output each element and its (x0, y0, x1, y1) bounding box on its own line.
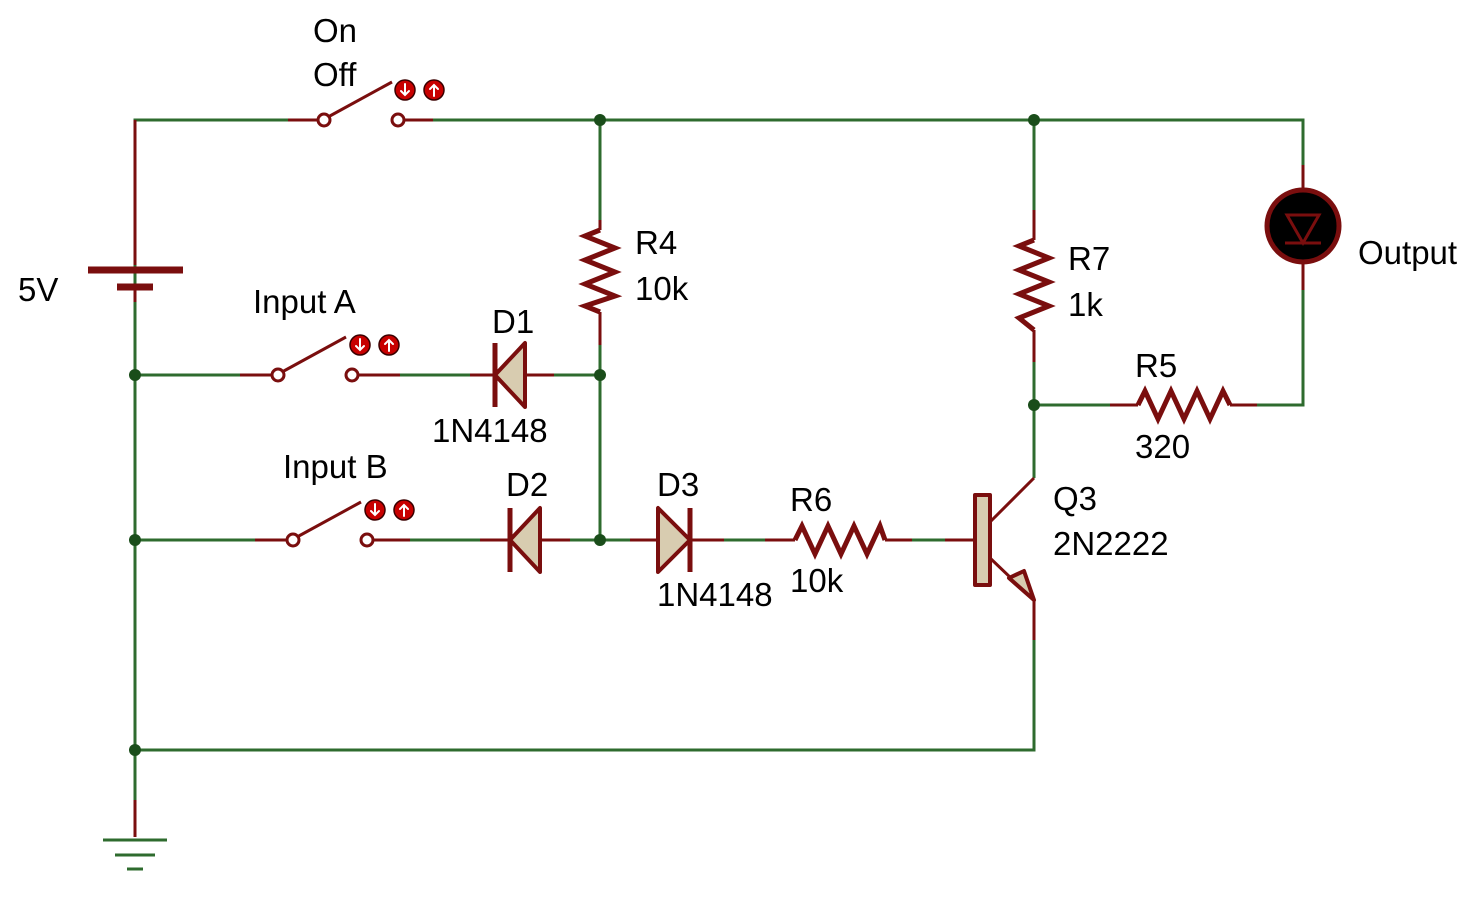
arrow-up-icon (399, 503, 409, 517)
switch-input-a-contact-right (344, 367, 360, 383)
switch-input-b-up-button[interactable] (393, 499, 415, 521)
junction-dot (1028, 114, 1040, 126)
r7-ref: R7 (1068, 240, 1110, 277)
resistor-r7[interactable] (1012, 237, 1056, 332)
junction-dot (594, 534, 606, 546)
component-leads (133, 118, 1305, 837)
q3-ref: Q3 (1053, 480, 1097, 517)
transistor-q3[interactable] (973, 493, 1036, 602)
arrow-down-icon (355, 338, 365, 352)
r6-value: 10k (790, 562, 844, 599)
switch-input-a-up-button[interactable] (378, 334, 400, 356)
switch-on-off-controls (394, 79, 445, 101)
junction-dot (594, 369, 606, 381)
resistor-r5[interactable] (1135, 385, 1233, 425)
d1-part: 1N4148 (432, 412, 548, 449)
switch-on-off-up-button[interactable] (423, 79, 445, 101)
junction-dot (129, 369, 141, 381)
diode-d2-triangle (508, 506, 542, 574)
arrow-up-icon (384, 338, 394, 352)
switch-on-off-label-on: On (313, 12, 357, 49)
d1-ref: D1 (492, 303, 534, 340)
d3-part: 1N4148 (657, 576, 773, 613)
led-output-label: Output (1358, 234, 1457, 271)
diode-d2[interactable] (507, 506, 542, 574)
switch-input-b[interactable] (285, 500, 375, 548)
junction-dot (1028, 399, 1040, 411)
switch-input-b-contact-right (359, 532, 375, 548)
led-output-body (1264, 187, 1342, 265)
r5-ref: R5 (1135, 347, 1177, 384)
switch-input-b-controls (364, 499, 415, 521)
transistor-q3-emitter-arrow (1007, 569, 1036, 602)
switch-on-off-label-off: Off (313, 56, 357, 93)
junction-dots (129, 114, 1040, 756)
junction-dot (129, 534, 141, 546)
switch-on-off[interactable] (316, 80, 406, 128)
switch-input-a-label: Input A (253, 283, 356, 320)
diode-d1-triangle (493, 341, 527, 409)
arrow-down-icon (400, 83, 410, 97)
switch-input-a-lever (281, 335, 347, 374)
ground-symbol (103, 838, 167, 871)
switch-input-a-controls (349, 334, 400, 356)
transistor-q3-base-bar (973, 493, 992, 587)
switch-on-off-contact-right (390, 112, 406, 128)
diode-d3[interactable] (656, 506, 693, 574)
arrow-up-icon (429, 83, 439, 97)
switch-input-b-down-button[interactable] (364, 499, 386, 521)
switch-input-a-down-button[interactable] (349, 334, 371, 356)
diode-d1[interactable] (492, 341, 527, 409)
arrow-down-icon (370, 503, 380, 517)
r4-value: 10k (635, 270, 689, 307)
wire-top-rail (433, 118, 1305, 165)
junction-dot (594, 114, 606, 126)
d2-ref: D2 (506, 466, 548, 503)
resistor-r4[interactable] (577, 227, 623, 315)
wire-emitter-ground (135, 640, 1036, 752)
lead-q3-collector (988, 476, 1036, 524)
switch-input-a[interactable] (270, 335, 360, 383)
battery-5v[interactable] (88, 266, 183, 302)
q3-part: 2N2222 (1053, 525, 1169, 562)
wire-top-left (133, 118, 288, 580)
r7-value: 1k (1068, 286, 1103, 323)
diode-d3-triangle (656, 506, 692, 574)
junction-dot (129, 744, 141, 756)
d3-ref: D3 (657, 466, 699, 503)
switch-on-off-lever (327, 80, 393, 119)
switch-input-b-contact-left (285, 532, 301, 548)
r6-ref: R6 (790, 481, 832, 518)
switch-on-off-down-button[interactable] (394, 79, 416, 101)
switch-input-b-label: Input B (283, 448, 388, 485)
r5-value: 320 (1135, 428, 1190, 465)
r4-ref: R4 (635, 224, 677, 261)
battery-label: 5V (18, 271, 58, 308)
wire-r5-led (1257, 290, 1305, 407)
led-output[interactable] (1264, 187, 1342, 265)
switch-input-a-contact-left (270, 367, 286, 383)
switch-input-b-lever (296, 500, 362, 539)
led-output-triangle (1284, 213, 1322, 247)
resistor-r6[interactable] (792, 519, 888, 560)
switch-on-off-contact-left (316, 112, 332, 128)
